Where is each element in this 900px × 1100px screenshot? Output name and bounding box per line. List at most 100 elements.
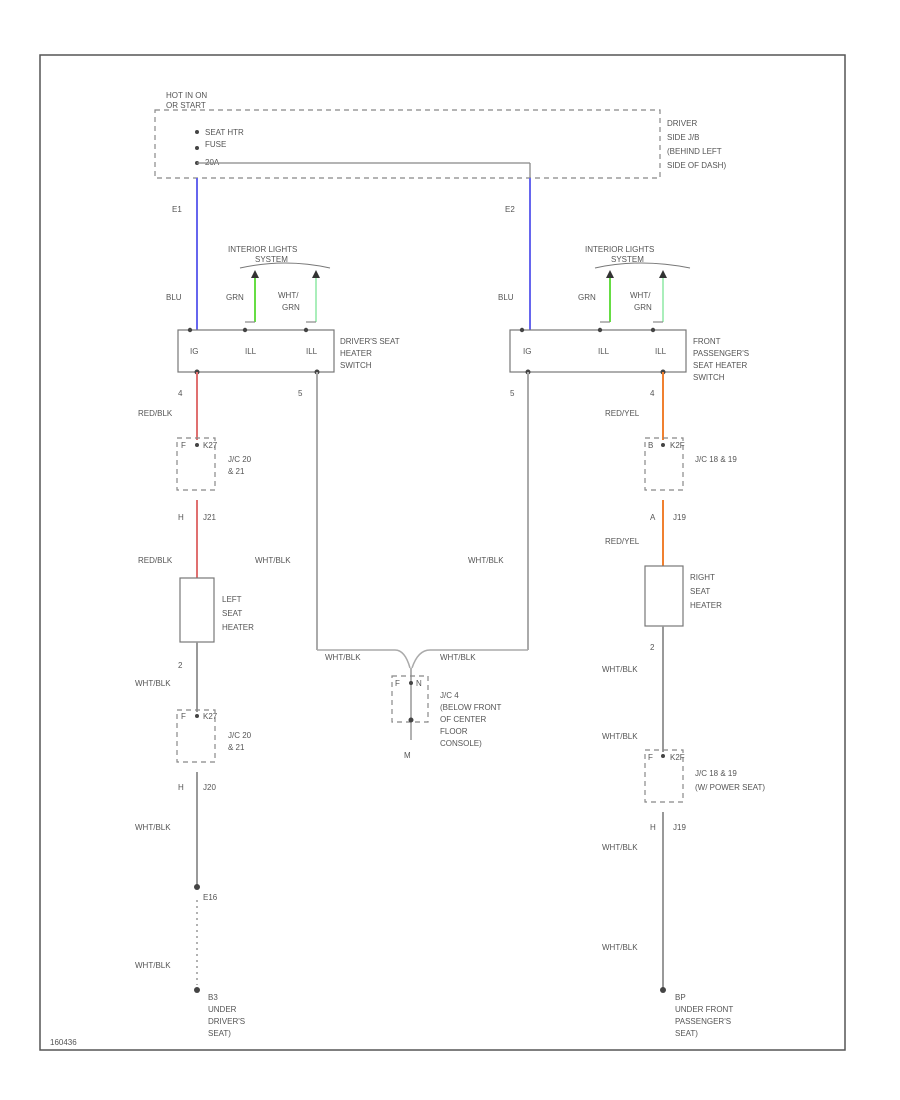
jc4-name-2: (BELOW FRONT [440, 703, 501, 712]
interior-lights-label-left: INTERIOR LIGHTS [228, 245, 297, 254]
term-ill1-right: ILL [598, 347, 610, 356]
jc-name-right-1: J/C 18 & 19 [695, 455, 737, 464]
heater-right-1: RIGHT [690, 573, 715, 582]
connector-e1: E1 [172, 205, 182, 214]
fuse-name: SEAT HTR [205, 128, 244, 137]
wire-label-redblk-1: RED/BLK [138, 409, 173, 418]
drivers-seat-heater-switch: INTERIOR LIGHTS SYSTEM GRN WHT/ GRN IG I… [177, 245, 400, 398]
jc-code-left: K27 [203, 441, 218, 450]
wire-label-whtblk-left-3: WHT/BLK [135, 961, 171, 970]
jc4-code: N [416, 679, 422, 688]
wire-label-wht-h-left: WHT/BLK [325, 653, 361, 662]
jc4-pin-m: M [404, 751, 411, 760]
jc-pin-a-right: A [650, 513, 656, 522]
wire-label-wht-center-left: WHT/BLK [255, 556, 291, 565]
ground-left-1: UNDER [208, 1005, 237, 1014]
jc-pin-f-left: F [181, 441, 186, 450]
jc2-pin-h-right: H [650, 823, 656, 832]
jc-code2-left: J21 [203, 513, 216, 522]
wire-label-wht-h-right: WHT/BLK [440, 653, 476, 662]
wire-label-redyel-2: RED/YEL [605, 537, 640, 546]
interior-lights-label-right: INTERIOR LIGHTS [585, 245, 654, 254]
term-ig-left: IG [190, 347, 198, 356]
pin-left-5: 5 [298, 389, 303, 398]
jc4-name-5: CONSOLE) [440, 739, 482, 748]
pin-right-5: 5 [510, 389, 515, 398]
jb-line-3: (BEHIND LEFT [667, 147, 722, 156]
term-ig-right: IG [523, 347, 531, 356]
jc-name-left-1: J/C 20 [228, 455, 252, 464]
wire-label-blu-right: BLU [498, 293, 514, 302]
jb-line-1: DRIVER [667, 119, 697, 128]
switch-name-right-1: FRONT [693, 337, 721, 346]
jc2-code-right: K2F [670, 753, 685, 762]
footer-code: 160436 [50, 1038, 77, 1047]
wire-label-wht-center-right: WHT/BLK [468, 556, 504, 565]
wire-label-blu-left: BLU [166, 293, 182, 302]
switch-name-left-3: SWITCH [340, 361, 372, 370]
interior-lights-sub-right: SYSTEM [611, 255, 644, 264]
wire-label-wht-left: WHT/ [278, 291, 299, 300]
fuse-block: HOT IN ON OR START SEAT HTR FUSE 20A DRI… [154, 91, 726, 179]
wire-label-wht2-right: GRN [634, 303, 652, 312]
jb-line-2: SIDE J/B [667, 133, 699, 142]
switch-name-left-1: DRIVER'S SEAT [340, 337, 400, 346]
ground-right-3: SEAT) [675, 1029, 698, 1038]
heater-left-3: HEATER [222, 623, 254, 632]
jc2-name-right-2: (W/ POWER SEAT) [695, 783, 765, 792]
left-heater-circuit: RED/BLK F K27 J/C 20 & 21 H J21 RED/BLK … [135, 372, 254, 1038]
jc-name-left-2: & 21 [228, 467, 245, 476]
term-ill2-right: ILL [655, 347, 667, 356]
switch-name-right-2: PASSENGER'S [693, 349, 749, 358]
wire-label-wht2-left: GRN [282, 303, 300, 312]
wire-label-whtblk-right-1b: WHT/BLK [602, 732, 638, 741]
switch-name-left-2: HEATER [340, 349, 372, 358]
jc-code-right: K2F [670, 441, 685, 450]
jc2-name-left-2: & 21 [228, 743, 245, 752]
wire-label-wht-right: WHT/ [630, 291, 651, 300]
wire-label-whtblk-right-3: WHT/BLK [602, 943, 638, 952]
jc2-code2-left: J20 [203, 783, 216, 792]
wire-label-whtblk-left-2: WHT/BLK [135, 823, 171, 832]
hot-sub-label: OR START [166, 101, 206, 110]
switch-name-right-4: SWITCH [693, 373, 725, 382]
right-heater-circuit: RED/YEL B K2F J/C 18 & 19 A J19 RED/YEL … [602, 372, 765, 1038]
jc-pin-h-left: H [178, 513, 184, 522]
wire-label-whtblk-right-1: WHT/BLK [602, 665, 638, 674]
connector-e2: E2 [505, 205, 515, 214]
jc-pin-b-right: B [648, 441, 653, 450]
switch-name-right-3: SEAT HEATER [693, 361, 747, 370]
jc4-name-1: J/C 4 [440, 691, 459, 700]
ground-code-right: BP [675, 993, 686, 1002]
heater-right-2: SEAT [690, 587, 710, 596]
term-ill2-left: ILL [306, 347, 318, 356]
passengers-seat-heater-switch: INTERIOR LIGHTS SYSTEM GRN WHT/ GRN IG I… [509, 245, 749, 398]
pin-right-4: 4 [650, 389, 655, 398]
pin-left-4: 4 [178, 389, 183, 398]
jc4-pin-f: F [395, 679, 400, 688]
heater-pin-right: 2 [650, 643, 655, 652]
heater-right-3: HEATER [690, 601, 722, 610]
jc2-code2-right: J19 [673, 823, 686, 832]
ground-code-left: B3 [208, 993, 218, 1002]
center-ground-circuit: WHT/BLK WHT/BLK WHT/BLK WHT/BLK F N J/C … [255, 372, 529, 760]
wire-label-whtblk-left-1: WHT/BLK [135, 679, 171, 688]
wire-label-grn-right: GRN [578, 293, 596, 302]
term-ill1-left: ILL [245, 347, 257, 356]
heater-pin-left: 2 [178, 661, 183, 670]
jc2-pin-f-left: F [181, 712, 186, 721]
jc2-code-left: K27 [203, 712, 218, 721]
jc2-pin-h-left: H [178, 783, 184, 792]
jc4-name-4: FLOOR [440, 727, 468, 736]
heater-left-2: SEAT [222, 609, 242, 618]
wire-label-redblk-2: RED/BLK [138, 556, 173, 565]
jc-code2-right: J19 [673, 513, 686, 522]
ground-left-2: DRIVER'S [208, 1017, 245, 1026]
ground-right-1: UNDER FRONT [675, 1005, 733, 1014]
ground-left-3: SEAT) [208, 1029, 231, 1038]
wire-label-whtblk-right-2: WHT/BLK [602, 843, 638, 852]
hot-label: HOT IN ON [166, 91, 207, 100]
jc2-pin-f-right: F [648, 753, 653, 762]
jc2-name-right-1: J/C 18 & 19 [695, 769, 737, 778]
